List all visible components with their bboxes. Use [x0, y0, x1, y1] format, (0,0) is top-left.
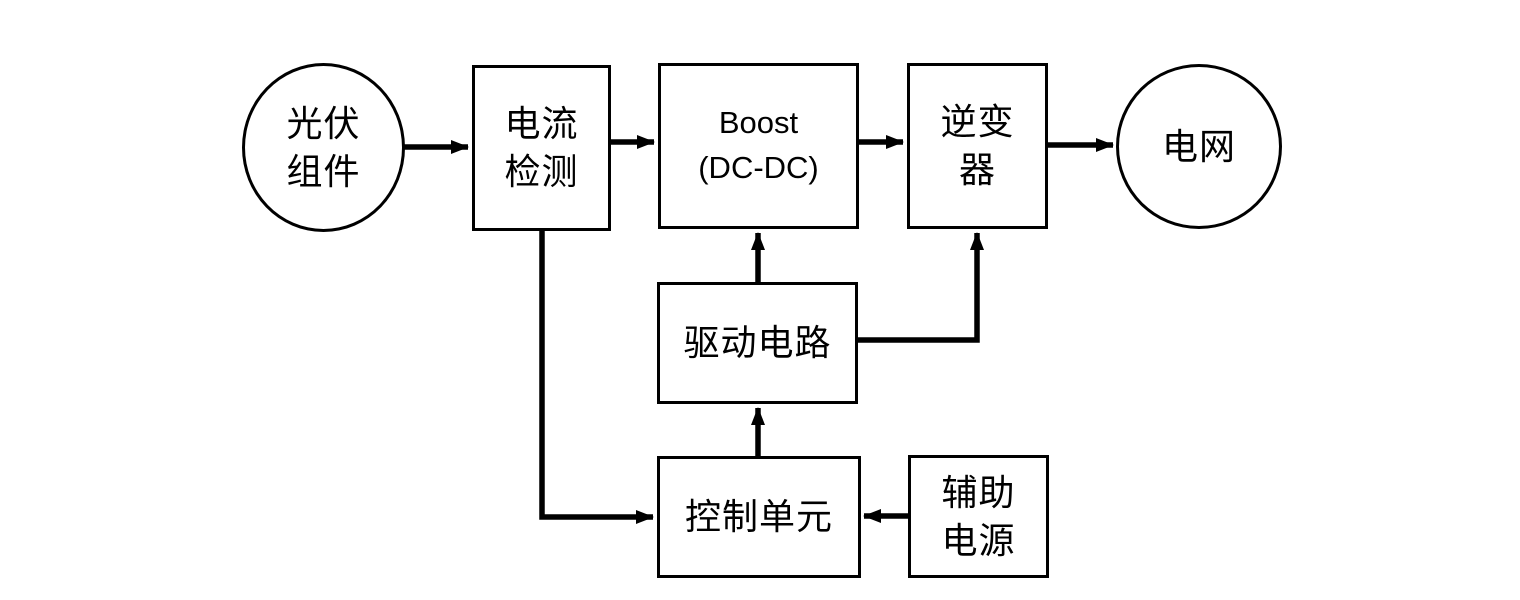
node-grid: 电网	[1116, 64, 1282, 229]
node-pv-label: 光伏 组件	[286, 102, 361, 192]
node-inverter: 逆变 器	[907, 63, 1048, 229]
node-boost-label: Boost (DC-DC)	[698, 105, 819, 185]
node-current-detection: 电流 检测	[472, 65, 611, 231]
node-aux-power: 辅助 电源	[908, 455, 1049, 578]
node-grid-label: 电网	[1161, 125, 1236, 167]
arrow-current-detection-to-control-unit	[539, 229, 654, 524]
node-control-unit: 控制单元	[657, 456, 861, 578]
node-drive-circuit: 驱动电路	[657, 282, 858, 404]
node-pv: 光伏 组件	[242, 63, 405, 232]
node-aux-power-label: 辅助 电源	[941, 471, 1016, 561]
node-control-unit-label: 控制单元	[684, 496, 833, 538]
node-current-detection-label: 电流 检测	[504, 103, 579, 192]
arrow-drive-circuit-to-inverter	[856, 232, 984, 343]
node-drive-circuit-label: 驱动电路	[683, 322, 832, 364]
node-inverter-label: 逆变 器	[940, 101, 1015, 190]
node-boost: Boost (DC-DC)	[658, 63, 859, 229]
